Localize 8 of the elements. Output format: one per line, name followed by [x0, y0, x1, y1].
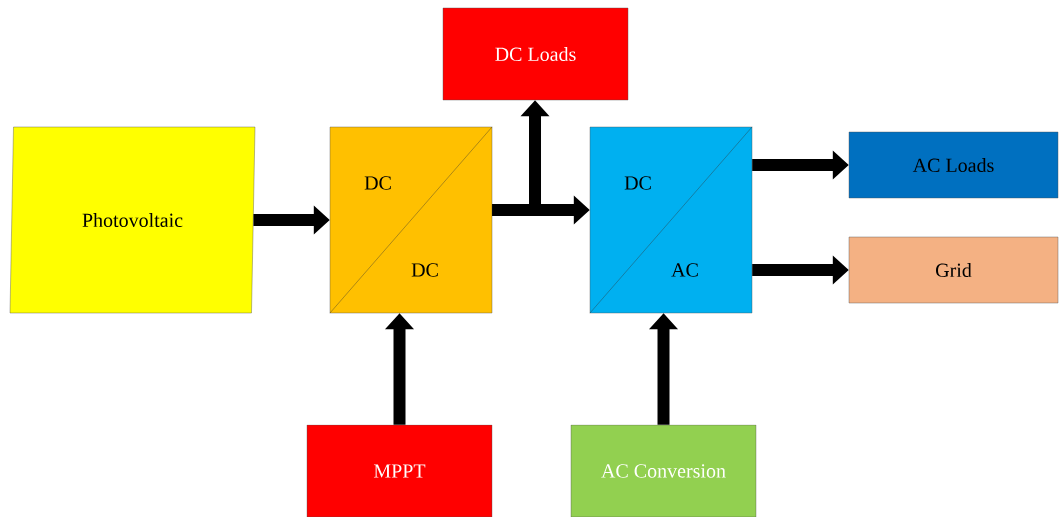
grid-box: Grid	[848, 236, 1059, 304]
control-box: MPPT	[306, 424, 493, 517]
load-box: DC Loads	[442, 7, 629, 101]
converter-box: DC AC	[589, 126, 753, 314]
control-box: AC Conversion	[570, 424, 757, 517]
parallelogram-box: Photovoltaic	[9, 126, 256, 314]
load-box: AC Loads	[848, 131, 1059, 199]
converter-box: DC DC	[329, 126, 493, 314]
